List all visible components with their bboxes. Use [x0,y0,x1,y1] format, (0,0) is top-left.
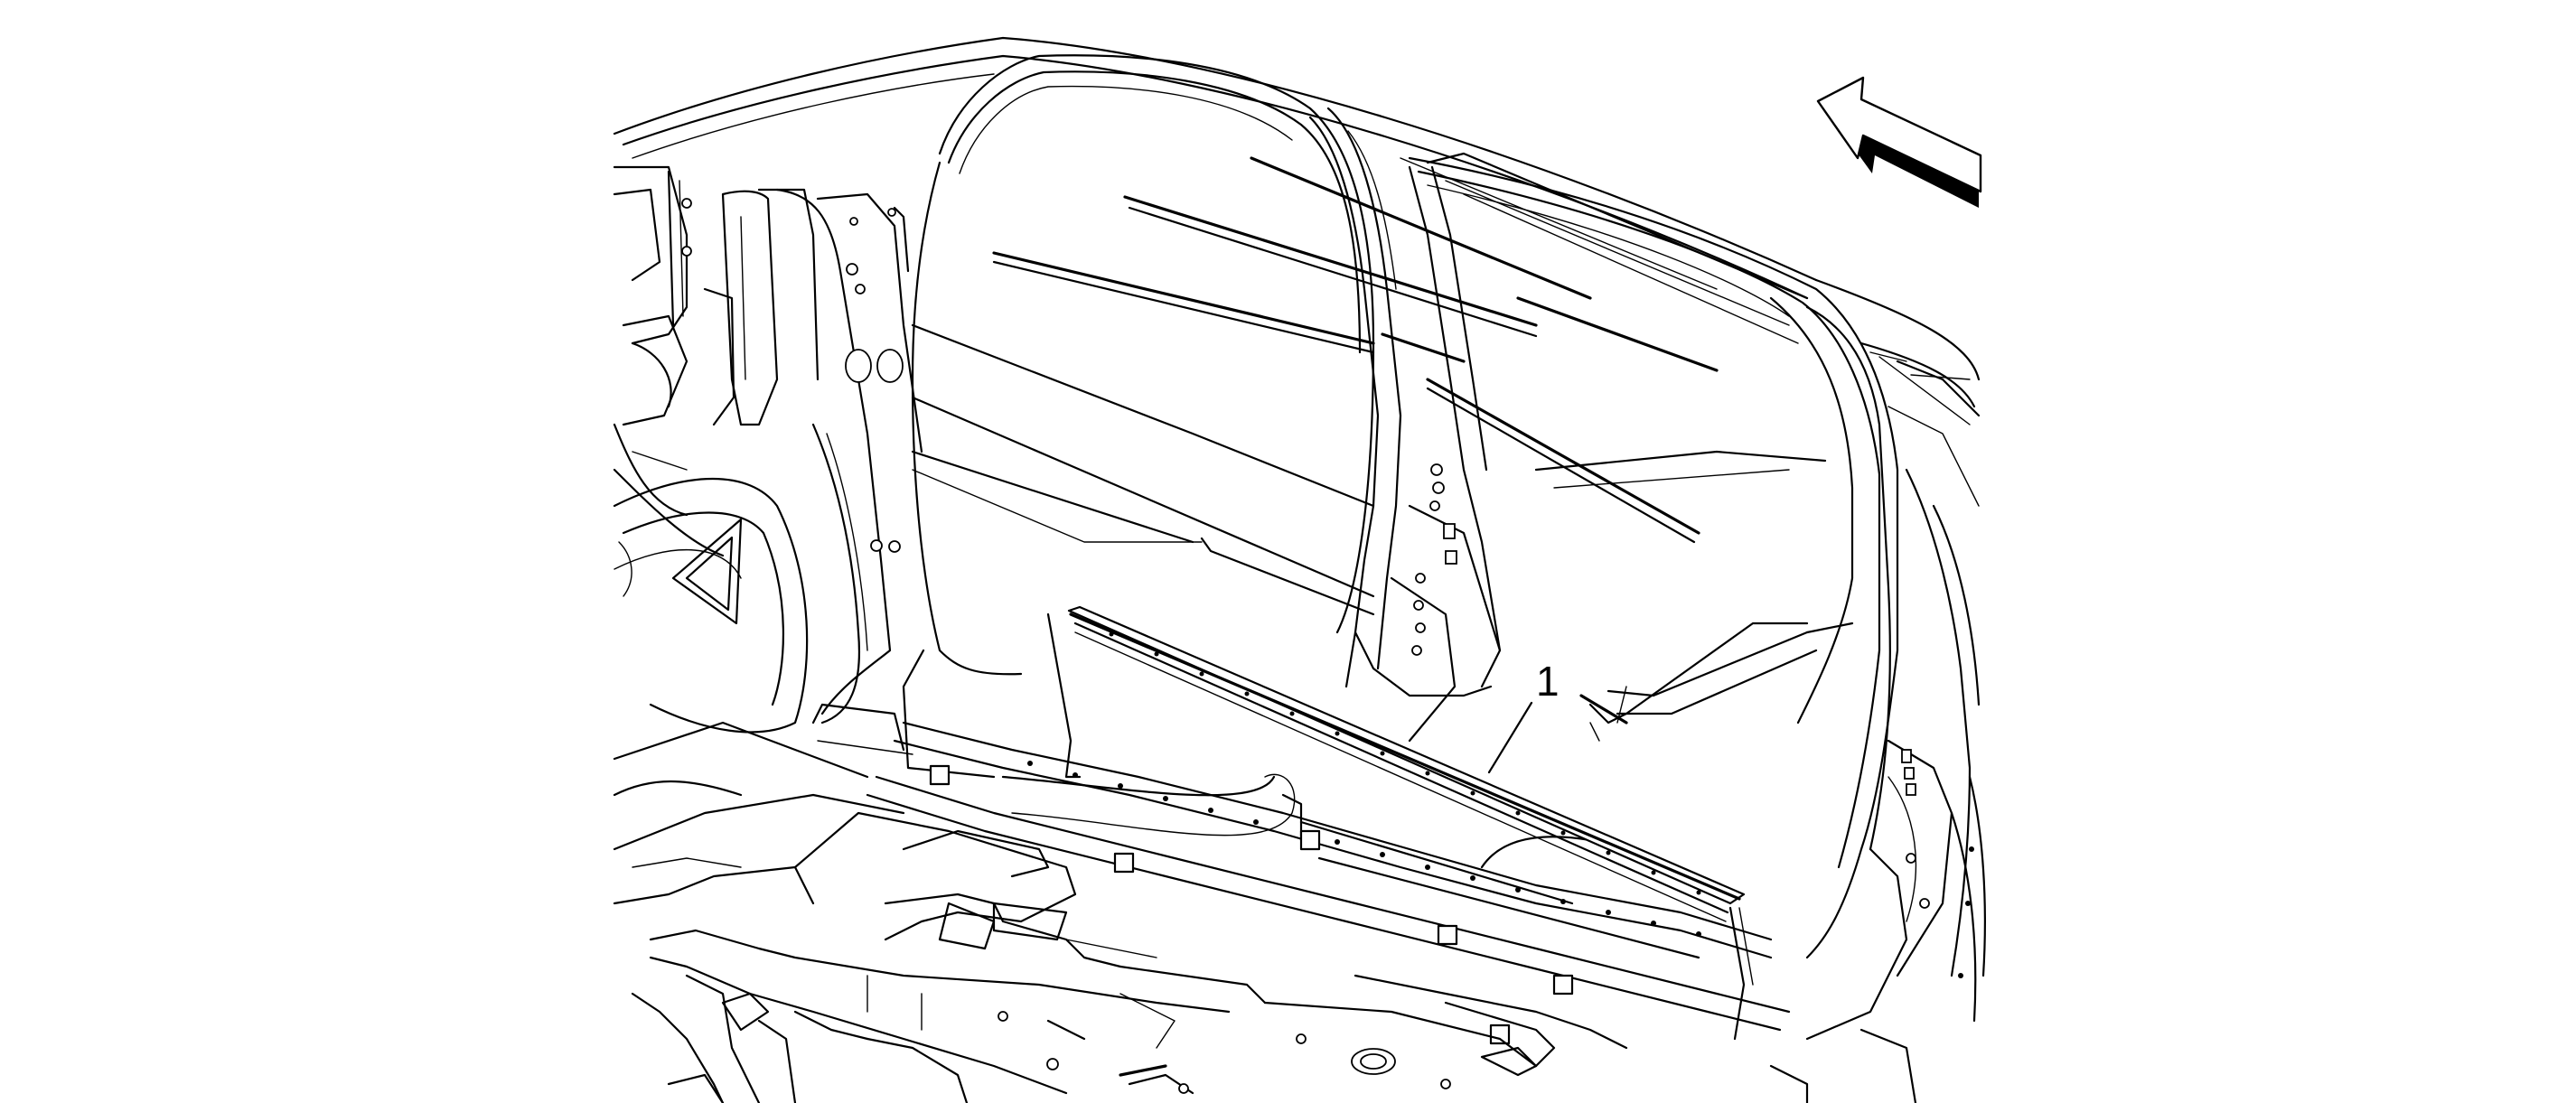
b-pillar [1308,107,1502,743]
right-fender-edge [1769,775,1986,1103]
b-pillar-holes [1411,463,1457,656]
weatherstrip-dots [1109,631,1701,895]
rocker-sill [866,721,1791,1045]
a-pillar-holes [1901,749,1930,909]
rear-quarter-structure [613,165,923,734]
roof-panel [613,36,1981,425]
arrow-up-left-icon [1816,76,1982,208]
floor-drain-plug [1351,1048,1396,1075]
sill-dots [1027,761,1701,937]
right-inner-trim [1579,622,1809,742]
sill-clips [929,764,1574,1045]
callout-1-label: 1 [1536,658,1560,705]
triangle-emboss [671,518,743,625]
interior-panels [911,152,1827,616]
door-sill-weatherstrip [1046,605,1754,1041]
callout-1: 1 [1487,658,1560,774]
c-pillar-holes [845,208,904,553]
front-door-opening-frame [1408,156,1981,1041]
floor-pan [613,721,1628,1103]
rear-door-opening-frame [811,54,1375,779]
